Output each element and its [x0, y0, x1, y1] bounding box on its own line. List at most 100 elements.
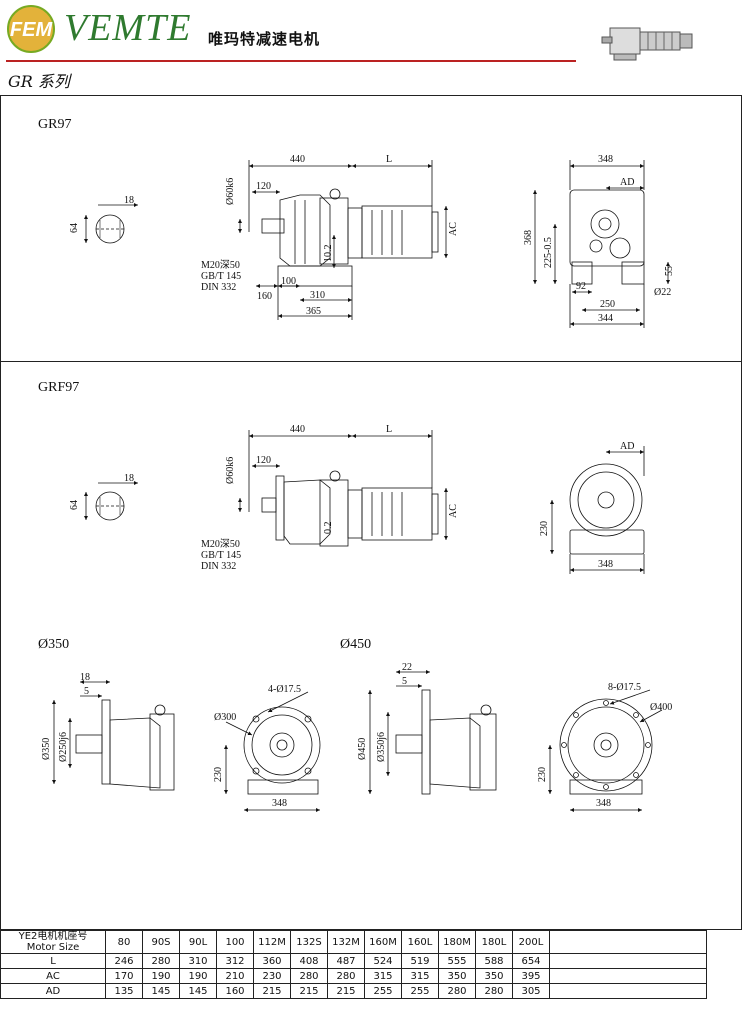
section-title-flange350: Ø350 — [38, 637, 70, 652]
value-cell: 170 — [105, 968, 143, 984]
grf97-dim-ad: AD — [620, 441, 634, 452]
grf97-dim-230: 230 — [539, 521, 550, 536]
f350-holes: 4-Ø17.5 — [268, 684, 301, 695]
gr97-len-a: 440 — [290, 154, 305, 165]
table-row: YE2电机机座号 Motor Size 80 90S 90L 100 112M … — [0, 930, 707, 954]
empty-cell — [549, 953, 707, 969]
f350-dim-300: Ø300 — [214, 712, 236, 723]
flange450-end-view — [548, 689, 663, 812]
row-label: AD — [0, 983, 106, 999]
gr97-dim-368: 368 — [523, 230, 534, 245]
f350-dim-18: 18 — [80, 672, 90, 683]
grf97-end-view — [550, 446, 645, 574]
empty-cell — [549, 968, 707, 984]
f350-dim-348: 348 — [272, 798, 287, 809]
gr97-dim-10: 10.2 — [323, 245, 334, 263]
grf97-thread-1: M20深50 — [201, 538, 240, 550]
value-cell: 145 — [142, 983, 180, 999]
size-cell: 180M — [438, 930, 476, 954]
grf97-thread-2: GB/T 145 — [201, 550, 241, 561]
value-cell: 524 — [364, 953, 402, 969]
value-cell: 654 — [512, 953, 550, 969]
grf97-len-l: L — [386, 424, 392, 435]
gr97-thread-1: M20深50 — [201, 259, 240, 271]
brand-logo-icon: FEM — [7, 5, 55, 53]
value-cell: 230 — [253, 968, 291, 984]
value-cell: 190 — [142, 968, 180, 984]
section-title-gr97: GR97 — [38, 117, 72, 132]
table-row: L 246 280 310 312 360 408 487 524 519 55… — [0, 953, 707, 969]
gr97-shaft-height: 64 — [69, 223, 80, 233]
gr97-dim-22: Ø22 — [654, 287, 671, 298]
technical-drawing: 18 64 440 L Ø60k6 120 10.2 M20深50 GB/T 1… — [41, 154, 675, 812]
size-cell: 200L — [512, 930, 550, 954]
table-header-cell: YE2电机机座号 Motor Size — [0, 930, 106, 954]
value-cell: 135 — [105, 983, 143, 999]
value-cell: 315 — [364, 968, 402, 984]
value-cell: 280 — [475, 983, 513, 999]
motor-size-table: YE2电机机座号 Motor Size 80 90S 90L 100 112M … — [0, 930, 707, 999]
brand-name: VEMTE — [64, 7, 192, 49]
value-cell: 190 — [179, 968, 217, 984]
grf97-dim-ac: AC — [448, 504, 459, 518]
value-cell: 215 — [327, 983, 365, 999]
size-cell: 90L — [179, 930, 217, 954]
size-cell: 100 — [216, 930, 254, 954]
size-cell: 132M — [327, 930, 365, 954]
value-cell: 210 — [216, 968, 254, 984]
size-cell: 132S — [290, 930, 328, 954]
gr97-dim-365: 365 — [306, 306, 321, 317]
f350-dim-350: Ø350 — [41, 738, 52, 760]
section-title-flange450: Ø450 — [340, 637, 372, 652]
table-header-line1: YE2电机机座号 — [18, 931, 88, 942]
f450-dim-348: 348 — [596, 798, 611, 809]
value-cell: 305 — [512, 983, 550, 999]
gr97-shaft-section — [84, 203, 138, 244]
grf97-dim-120: 120 — [256, 455, 271, 466]
f450-dim-22: 22 — [402, 662, 412, 673]
value-cell: 280 — [327, 968, 365, 984]
logo-text: FEM — [10, 19, 54, 41]
grf97-dim-02: 0.2 — [323, 522, 334, 535]
value-cell: 280 — [142, 953, 180, 969]
value-cell: 519 — [401, 953, 439, 969]
table-row: AD 135 145 145 160 215 215 215 255 255 2… — [0, 983, 707, 999]
header-rule — [6, 60, 576, 62]
value-cell: 310 — [179, 953, 217, 969]
empty-cell — [549, 930, 707, 954]
page-header: FEM VEMTE 唯玛特减速电机 GR 系列 — [0, 0, 750, 95]
gr97-dim-348: 348 — [598, 154, 613, 165]
value-cell: 215 — [253, 983, 291, 999]
empty-cell — [549, 983, 707, 999]
f450-dim-230: 230 — [537, 767, 548, 782]
gr97-thread-2: GB/T 145 — [201, 271, 241, 282]
gr97-dim-ac: AC — [448, 222, 459, 236]
grf97-shaft-height: 64 — [69, 500, 80, 510]
value-cell: 255 — [364, 983, 402, 999]
value-cell: 280 — [438, 983, 476, 999]
grf97-thread-3: DIN 332 — [201, 561, 236, 572]
size-cell: 90S — [142, 930, 180, 954]
value-cell: 160 — [216, 983, 254, 999]
size-cell: 112M — [253, 930, 291, 954]
grf97-side-view — [238, 430, 448, 547]
f450-holes: 8-Ø17.5 — [608, 682, 641, 693]
brand-subtitle: 唯玛特减速电机 — [208, 30, 321, 48]
gr97-dim-92: 92 — [576, 281, 586, 292]
grf97-shaft-section — [84, 481, 138, 521]
value-cell: 145 — [179, 983, 217, 999]
gr97-shaft-dia: Ø60k6 — [225, 178, 236, 205]
f450-dim-5: 5 — [402, 676, 407, 687]
value-cell: 350 — [475, 968, 513, 984]
f450-dim-450: Ø450 — [357, 738, 368, 760]
value-cell: 588 — [475, 953, 513, 969]
section-divider — [0, 361, 742, 362]
drawing-frame — [0, 95, 742, 930]
table-header-line2: Motor Size — [26, 942, 80, 953]
row-label: L — [0, 953, 106, 969]
f350-dim-230: 230 — [213, 767, 224, 782]
f450-dim-350: Ø350j6 — [376, 732, 387, 762]
gr97-dim-225: 225-0.5 — [543, 237, 554, 268]
f350-dim-5: 5 — [84, 686, 89, 697]
value-cell: 395 — [512, 968, 550, 984]
